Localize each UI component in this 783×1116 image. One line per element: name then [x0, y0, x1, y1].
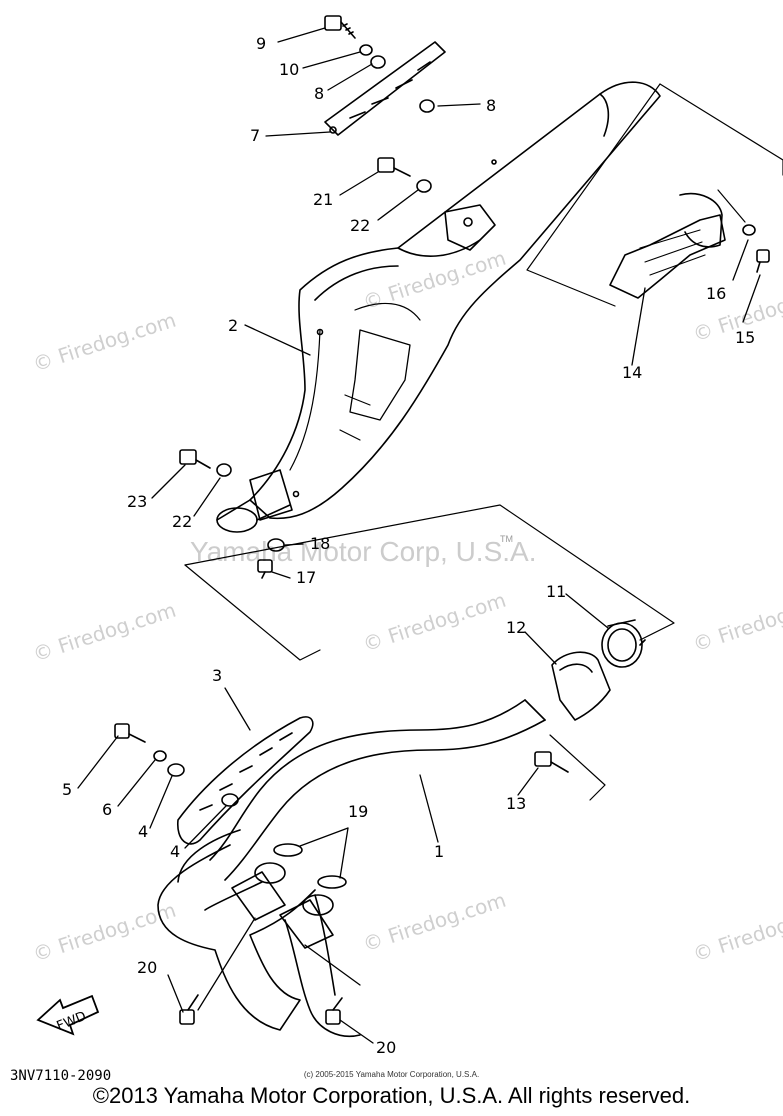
washer-6	[153, 750, 167, 762]
bolt-13	[534, 751, 569, 773]
heat-protector-lower	[177, 716, 314, 845]
callout-5: 5	[62, 780, 73, 799]
joint-clamp	[551, 651, 611, 721]
group-frame-clamp	[549, 734, 606, 801]
callout-19: 19	[348, 802, 369, 821]
group-frame-end-cap	[526, 83, 661, 307]
callout-10: 10	[279, 60, 300, 79]
group-frame-end-cap	[659, 83, 783, 176]
nut-8	[419, 99, 435, 113]
callout-8: 8	[314, 84, 325, 103]
forward-arrow-icon	[36, 994, 100, 1036]
bolt-20	[179, 994, 199, 1025]
callout-18: 18	[310, 534, 331, 553]
callout-9: 9	[256, 34, 267, 53]
group-frame-end-cap	[717, 189, 746, 223]
callout-1: 1	[434, 842, 445, 861]
callout-8: 8	[486, 96, 497, 115]
watermark-yamaha: Yamaha Motor Corp, U.S.A.	[190, 536, 537, 567]
callout-13: 13	[506, 794, 527, 813]
part-number: 3NV7110-2090	[10, 1068, 112, 1084]
callout-11: 11	[546, 582, 567, 601]
callout-4: 4	[170, 842, 181, 861]
callout-22: 22	[172, 512, 193, 531]
callout-15: 15	[735, 328, 756, 347]
bolt-9	[324, 15, 356, 39]
callout-3: 3	[212, 666, 223, 685]
bolt-23	[179, 449, 211, 469]
washer-4	[221, 793, 239, 807]
callout-20: 20	[137, 958, 158, 977]
nut-18	[267, 538, 285, 552]
washer-22	[216, 463, 232, 477]
nut-8	[370, 55, 386, 69]
credit-line: (c) 2005-2015 Yamaha Motor Corporation, …	[303, 1070, 480, 1079]
washer-16	[742, 224, 756, 236]
callout-6: 6	[102, 800, 113, 819]
muffler-body	[216, 81, 661, 533]
washer-4	[167, 763, 185, 777]
leader-lines	[77, 27, 761, 1044]
callout-17: 17	[296, 568, 317, 587]
bolt-5	[114, 723, 146, 743]
exhaust-pipe	[157, 699, 546, 1037]
watermark-tm: TM	[500, 534, 513, 544]
callout-2: 2	[228, 316, 239, 335]
group-frame-joint	[184, 564, 321, 661]
callout-23: 23	[127, 492, 148, 511]
callout-7: 7	[250, 126, 261, 145]
gasket-ring	[601, 619, 646, 668]
spark-arrester	[609, 193, 726, 299]
gasket-19	[273, 843, 303, 857]
group-frame-joint	[184, 504, 675, 641]
callout-14: 14	[622, 363, 643, 382]
washer-22	[416, 179, 432, 193]
callout-22: 22	[350, 216, 371, 235]
washer-10	[359, 44, 373, 56]
callout-12: 12	[506, 618, 527, 637]
callout-20: 20	[376, 1038, 397, 1057]
callout-16: 16	[706, 284, 727, 303]
copyright-line: ©2013 Yamaha Motor Corporation, U.S.A. A…	[92, 1083, 691, 1108]
callout-21: 21	[313, 190, 334, 209]
bolt-21	[377, 157, 411, 177]
callout-4: 4	[138, 822, 149, 841]
bolt-17	[257, 559, 273, 579]
gasket-19	[317, 875, 347, 889]
bolt-20	[325, 997, 343, 1025]
heat-protector-upper	[324, 41, 446, 136]
bolt-15	[756, 249, 770, 273]
